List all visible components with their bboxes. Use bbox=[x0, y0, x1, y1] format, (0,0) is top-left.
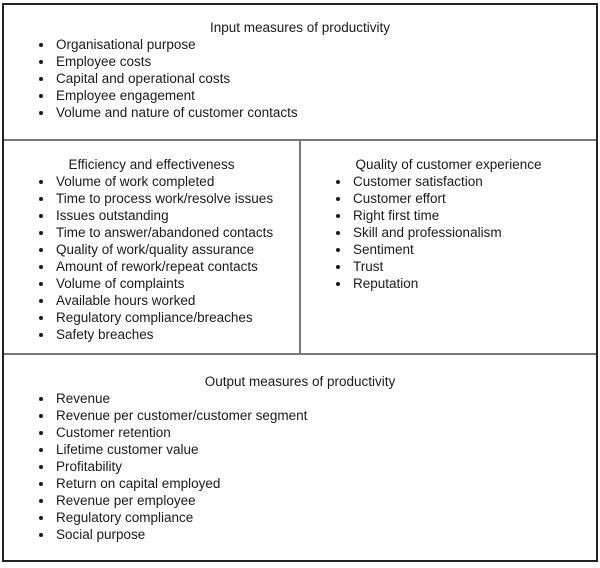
list-item: Regulatory compliance bbox=[54, 509, 596, 526]
productivity-measures-diagram: Input measures of productivity Organisat… bbox=[2, 3, 598, 562]
list-item: Revenue per employee bbox=[54, 492, 596, 509]
list-item: Right first time bbox=[351, 207, 596, 224]
list-item: Capital and operational costs bbox=[54, 70, 596, 87]
section-quality-of-customer-experience: Quality of customer experience Customer … bbox=[301, 141, 596, 353]
list-item: Profitability bbox=[54, 458, 596, 475]
output-measures-title: Output measures of productivity bbox=[204, 374, 396, 389]
list-item: Volume of work completed bbox=[54, 173, 299, 190]
middle-row: Efficiency and effectiveness Volume of w… bbox=[4, 139, 596, 355]
list-item: Organisational purpose bbox=[54, 36, 596, 53]
efficiency-effectiveness-title: Efficiency and effectiveness bbox=[68, 157, 235, 172]
list-item: Customer effort bbox=[351, 190, 596, 207]
list-item: Employee engagement bbox=[54, 87, 596, 104]
section-efficiency-effectiveness: Efficiency and effectiveness Volume of w… bbox=[4, 141, 301, 353]
section-output-measures: Output measures of productivity RevenueR… bbox=[4, 355, 596, 560]
list-item: Return on capital employed bbox=[54, 475, 596, 492]
list-item: Time to answer/abandoned contacts bbox=[54, 224, 299, 241]
list-item: Revenue per customer/customer segment bbox=[54, 407, 596, 424]
output-measures-list: RevenueRevenue per customer/customer seg… bbox=[4, 390, 596, 543]
list-item: Quality of work/quality assurance bbox=[54, 241, 299, 258]
list-item: Social purpose bbox=[54, 526, 596, 543]
list-item: Safety breaches bbox=[54, 326, 299, 343]
input-measures-list: Organisational purposeEmployee costsCapi… bbox=[4, 36, 596, 121]
section-input-measures: Input measures of productivity Organisat… bbox=[4, 5, 596, 139]
list-item: Time to process work/resolve issues bbox=[54, 190, 299, 207]
list-item: Issues outstanding bbox=[54, 207, 299, 224]
list-item: Employee costs bbox=[54, 53, 596, 70]
list-item: Amount of rework/repeat contacts bbox=[54, 258, 299, 275]
list-item: Volume of complaints bbox=[54, 275, 299, 292]
list-item: Revenue bbox=[54, 390, 596, 407]
list-item: Trust bbox=[351, 258, 596, 275]
list-item: Skill and professionalism bbox=[351, 224, 596, 241]
list-item: Customer satisfaction bbox=[351, 173, 596, 190]
quality-of-customer-experience-title: Quality of customer experience bbox=[355, 157, 542, 172]
list-item: Sentiment bbox=[351, 241, 596, 258]
list-item: Regulatory compliance/breaches bbox=[54, 309, 299, 326]
list-item: Volume and nature of customer contacts bbox=[54, 104, 596, 121]
list-item: Available hours worked bbox=[54, 292, 299, 309]
list-item: Customer retention bbox=[54, 424, 596, 441]
list-item: Lifetime customer value bbox=[54, 441, 596, 458]
quality-of-customer-experience-list: Customer satisfactionCustomer effortRigh… bbox=[301, 173, 596, 292]
list-item: Reputation bbox=[351, 275, 596, 292]
input-measures-title: Input measures of productivity bbox=[209, 20, 391, 35]
efficiency-effectiveness-list: Volume of work completedTime to process … bbox=[4, 173, 299, 343]
